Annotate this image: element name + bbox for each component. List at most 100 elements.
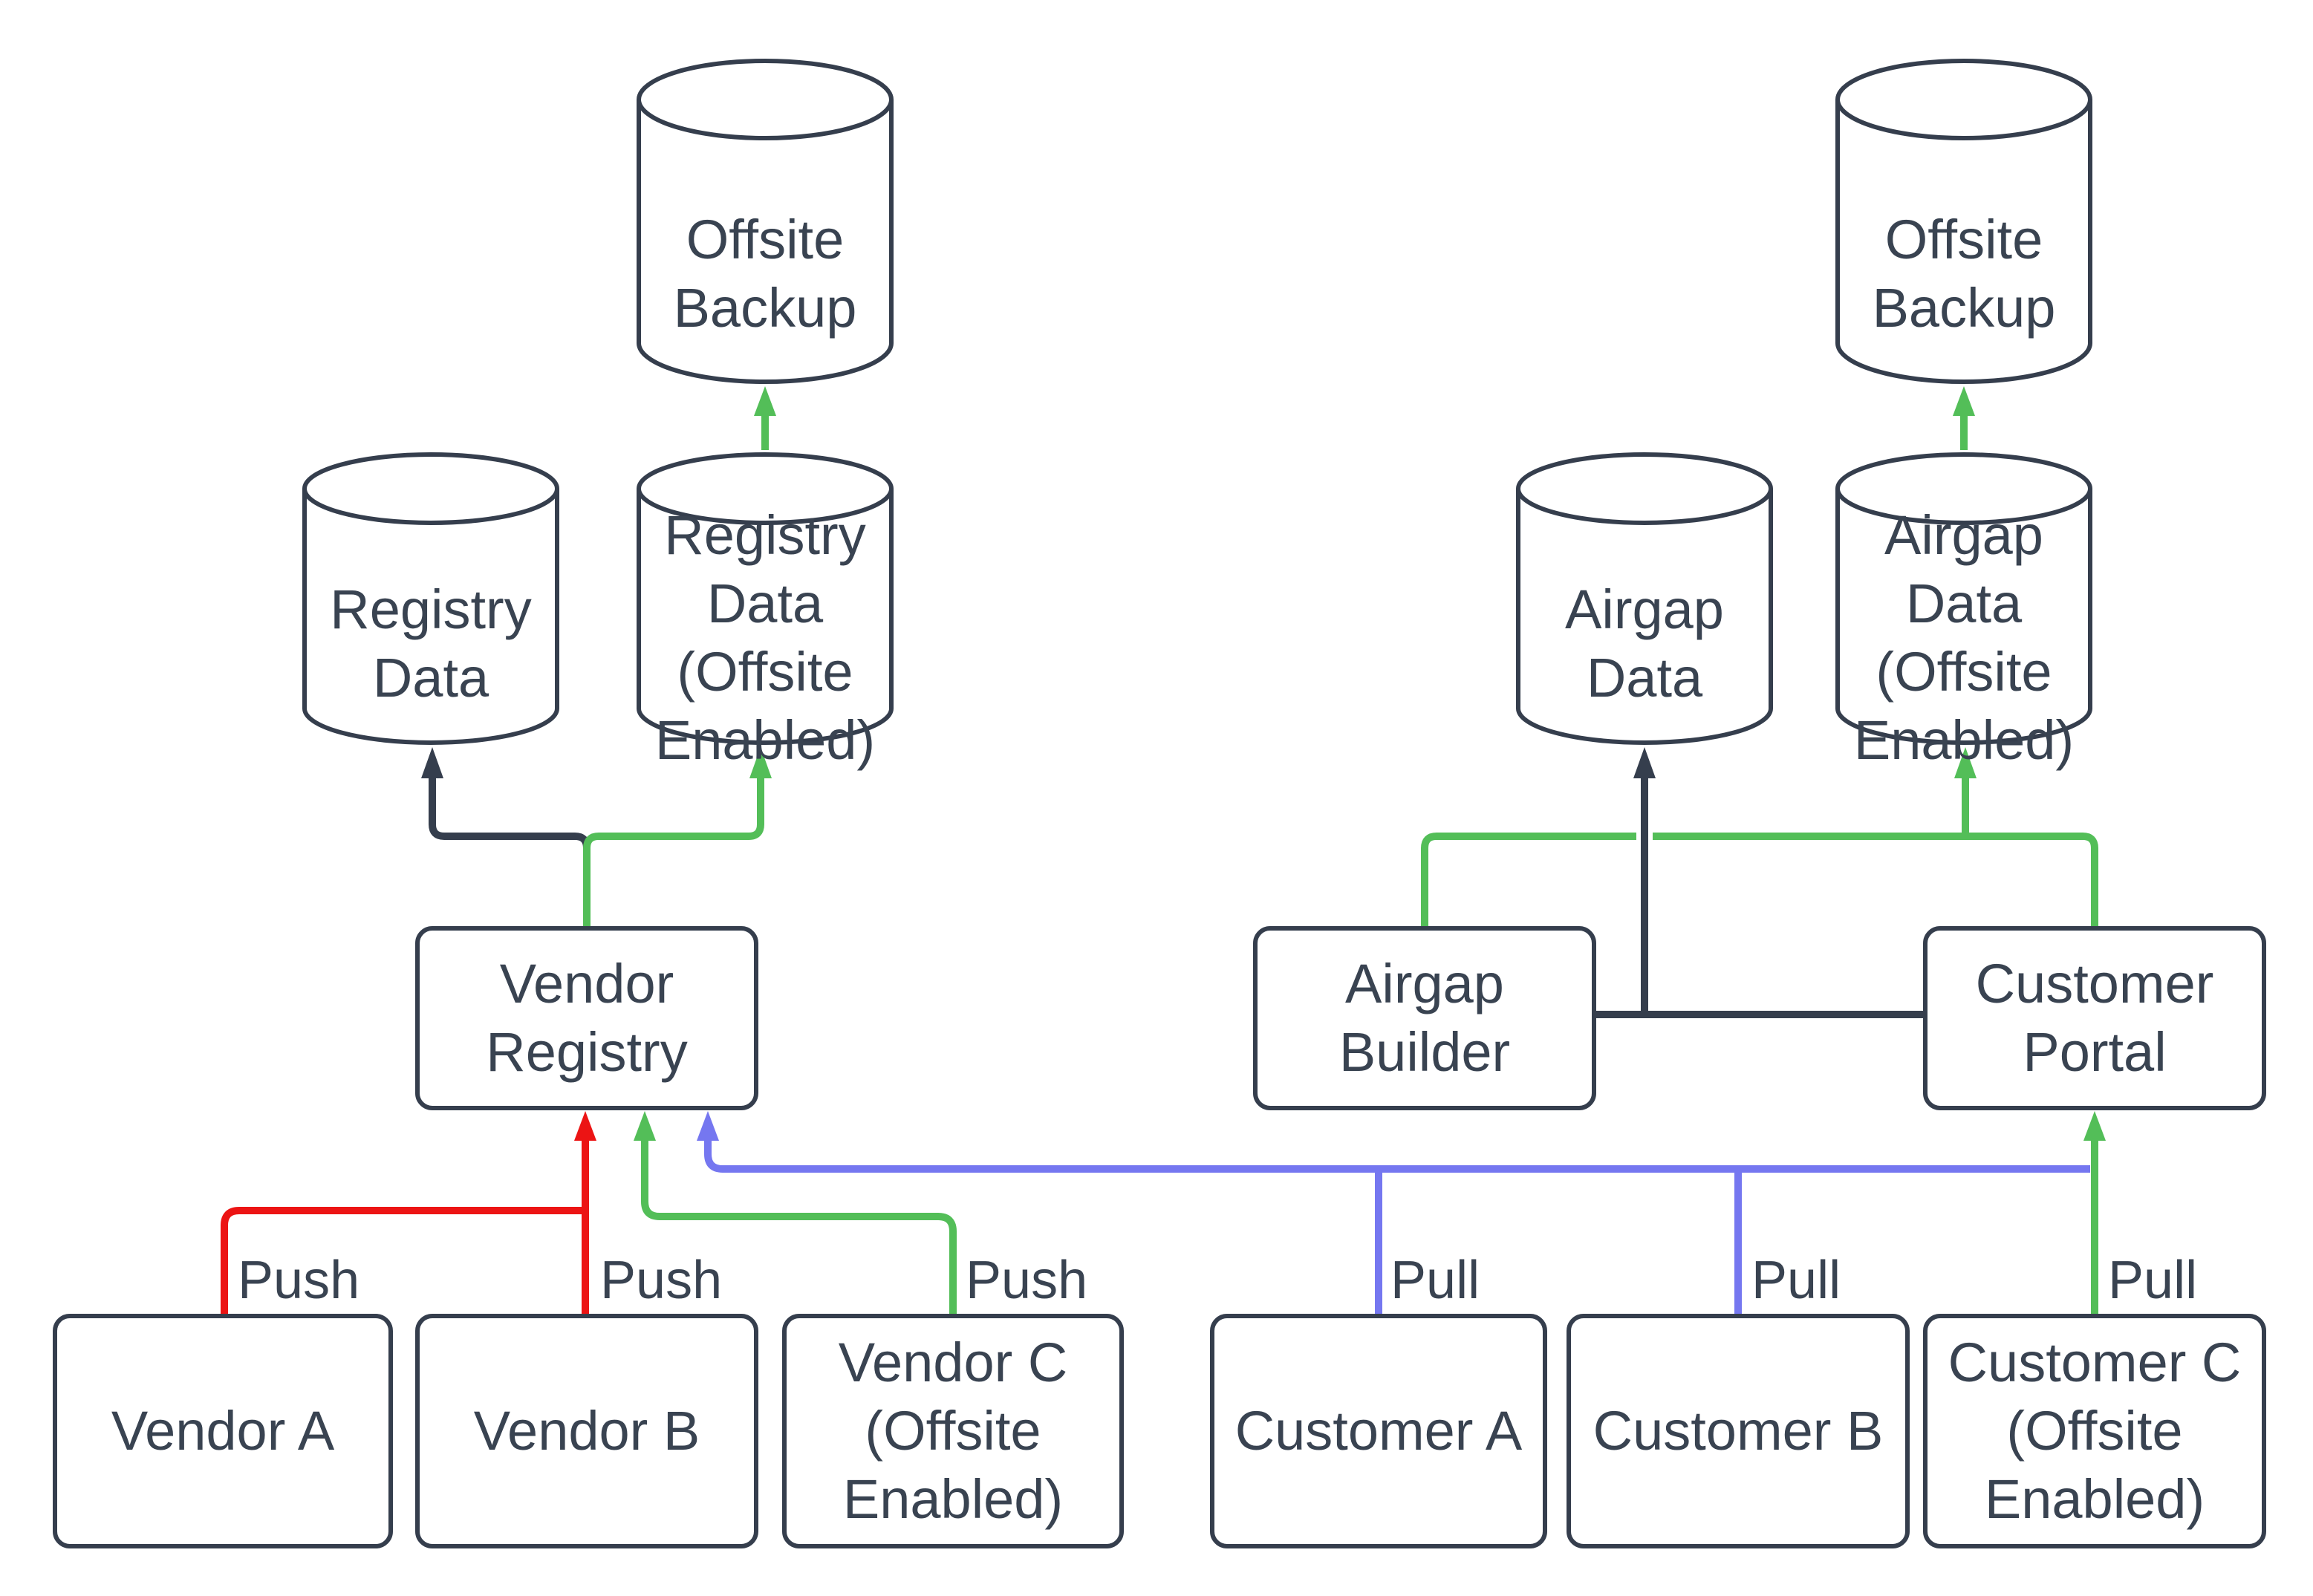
- box: [1923, 926, 2266, 1110]
- edge-vendor-ab-push: [221, 1111, 596, 1316]
- registry-data-offsite-label: Enabled): [655, 709, 875, 771]
- push-label-vendor-a: Push: [238, 1251, 360, 1310]
- airgap-data-offsite-label: Airgap: [1884, 504, 2043, 566]
- edge-registry-offsite-to-offsite-backup: [754, 386, 776, 450]
- arrowhead-up-icon: [574, 1111, 596, 1141]
- airgap-data-offsite-label: (Offsite: [1876, 641, 2052, 703]
- cylinder-top: [1516, 452, 1773, 525]
- edge-customer-ab-pull: [697, 1111, 2090, 1316]
- registry-data-offsite-label: Data: [707, 573, 824, 634]
- push-label-vendor-b: Push: [600, 1251, 722, 1310]
- arrowhead-up-icon: [1633, 747, 1656, 778]
- vendor-c-label: Vendor C: [839, 1332, 1068, 1393]
- cylinder-body: [1835, 100, 2092, 384]
- box: [53, 1314, 393, 1548]
- box: [1210, 1314, 1547, 1548]
- arrowhead-up-icon: [1953, 386, 1975, 416]
- node-offsite-backup-right: Offsite Backup: [1835, 59, 2092, 384]
- box: [1567, 1314, 1910, 1548]
- customer-c-label: (Offsite: [2006, 1400, 2182, 1462]
- node-offsite-backup-left: Offsite Backup: [637, 59, 894, 384]
- edge-line: [1421, 778, 2098, 928]
- edge-portal-builder-to-airgap-data: [1594, 747, 1925, 1018]
- pull-label-customer-c: Pull: [2108, 1251, 2197, 1310]
- node-customer-a: Customer A: [1210, 1314, 1547, 1548]
- edge-line: [704, 1141, 2090, 1316]
- customer-c-label: Customer C: [1948, 1332, 2242, 1393]
- offsite-backup-left-label: Backup: [674, 277, 857, 339]
- registry-data-offsite-label: (Offsite: [677, 641, 853, 703]
- registry-data-label: Data: [373, 647, 489, 709]
- customer-portal-label: Customer: [1976, 953, 2214, 1014]
- node-vendor-a: Vendor A: [53, 1314, 393, 1548]
- node-airgap-builder: Airgap Builder: [1253, 926, 1596, 1110]
- pull-label-customer-b: Pull: [1751, 1251, 1841, 1310]
- cylinder-body: [302, 489, 559, 745]
- cylinder-top: [1835, 452, 2092, 525]
- edge-customer-c-pull: [2083, 1111, 2106, 1316]
- edge-customer-portal-to-airgap: [1421, 747, 2098, 928]
- edge-line: [221, 1141, 589, 1316]
- customer-b-label: Customer B: [1593, 1400, 1884, 1462]
- airgap-data-label: Airgap: [1565, 579, 1724, 640]
- node-customer-c: Customer C (Offsite Enabled): [1923, 1314, 2266, 1548]
- arrowhead-up-icon: [421, 747, 443, 778]
- customer-a-label: Customer A: [1235, 1400, 1523, 1462]
- edge-vendor-registry-to-registry-data-offsite: [583, 747, 772, 928]
- arrowhead-up-icon: [697, 1111, 719, 1141]
- cylinder-top: [1835, 59, 2092, 140]
- edge-airgap-offsite-to-offsite-backup: [1953, 386, 1975, 450]
- airgap-data-label: Data: [1587, 647, 1703, 709]
- node-vendor-c: Vendor C (Offsite Enabled): [782, 1314, 1124, 1548]
- cylinder-body: [1516, 489, 1773, 745]
- airgap-data-offsite-label: Enabled): [1854, 709, 2074, 771]
- offsite-backup-left-label: Offsite: [686, 209, 845, 270]
- node-airgap-data-offsite: Airgap Data (Offsite Enabled): [1835, 452, 2092, 771]
- registry-data-offsite-label: Registry: [664, 504, 865, 566]
- cylinder-body: [1835, 489, 2092, 745]
- pull-label-customer-a: Pull: [1390, 1251, 1480, 1310]
- vendor-registry-label: Registry: [486, 1021, 687, 1083]
- edge-line: [641, 1141, 957, 1316]
- node-vendor-b: Vendor B: [415, 1314, 758, 1548]
- node-registry-data: Registry Data: [302, 452, 559, 745]
- airgap-builder-label: Builder: [1339, 1021, 1510, 1083]
- box: [415, 1314, 758, 1548]
- arrowhead-up-icon: [1954, 747, 1977, 778]
- cylinder-top: [637, 452, 894, 525]
- node-airgap-data: Airgap Data: [1516, 452, 1773, 745]
- airgap-data-offsite-label: Data: [1906, 573, 2023, 634]
- cylinder-top: [637, 59, 894, 140]
- arrowhead-up-icon: [749, 747, 772, 778]
- cylinder-body: [637, 489, 894, 745]
- arrowhead-up-icon: [754, 386, 776, 416]
- box: [1923, 1314, 2266, 1548]
- registry-data-label: Registry: [330, 579, 531, 640]
- edge-vendor-c-push: [634, 1111, 957, 1316]
- customer-portal-label: Portal: [2023, 1021, 2166, 1083]
- customer-c-label: Enabled): [1985, 1468, 2205, 1530]
- arrowhead-up-icon: [2083, 1111, 2106, 1141]
- push-label-vendor-c: Push: [966, 1251, 1087, 1310]
- node-registry-data-offsite: Registry Data (Offsite Enabled): [637, 452, 894, 771]
- node-customer-portal: Customer Portal: [1923, 926, 2266, 1110]
- vendor-a-label: Vendor A: [111, 1400, 335, 1462]
- edge-line: [583, 778, 764, 928]
- vendor-registry-label: Vendor: [500, 953, 674, 1014]
- node-vendor-registry: Vendor Registry: [415, 926, 758, 1110]
- cylinder-body: [637, 100, 894, 384]
- node-customer-b: Customer B: [1567, 1314, 1910, 1548]
- offsite-backup-right-label: Offsite: [1885, 209, 2043, 270]
- vendor-b-label: Vendor B: [474, 1400, 700, 1462]
- box: [1253, 926, 1596, 1110]
- edge-line: [429, 778, 591, 891]
- vendor-c-label: (Offsite: [865, 1400, 1041, 1462]
- offsite-backup-right-label: Backup: [1873, 277, 2056, 339]
- box: [415, 926, 758, 1110]
- cylinder-top: [302, 452, 559, 525]
- box: [782, 1314, 1124, 1548]
- edge-line: [1594, 778, 1925, 1018]
- edge-vendor-registry-to-registry-data: [421, 747, 591, 891]
- vendor-c-label: Enabled): [843, 1468, 1063, 1530]
